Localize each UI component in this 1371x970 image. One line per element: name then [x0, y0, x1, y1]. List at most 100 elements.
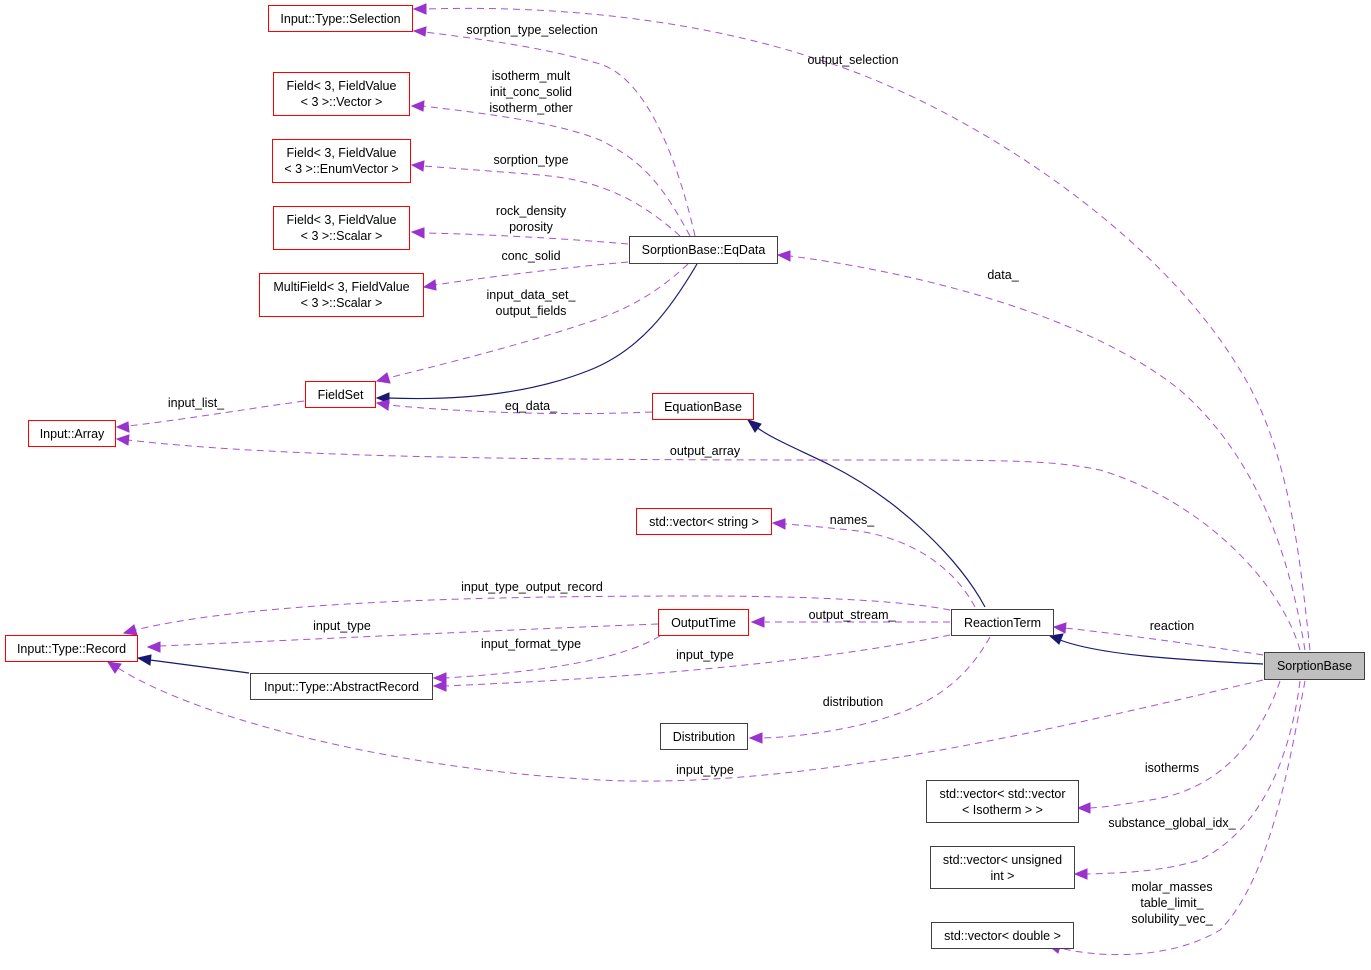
- node-label: SorptionBase::EqData: [641, 243, 766, 257]
- edge-label-line: data_: [987, 268, 1019, 282]
- edge-label-output-array: output_array: [670, 443, 740, 459]
- node-distribution[interactable]: Distribution: [660, 723, 748, 750]
- inheritance-edge-reactionterm-equationbase: [754, 425, 986, 608]
- edge-label-input-type-sorptionbase: input_type: [676, 762, 734, 778]
- edge-label-line: sorption_type_selection: [466, 23, 598, 37]
- node-equation-base[interactable]: EquationBase: [652, 393, 754, 420]
- node-label: Input::Type::Selection: [280, 11, 401, 26]
- edge-label-line: isotherm_other: [489, 101, 573, 115]
- node-sorption-base[interactable]: SorptionBase: [1264, 652, 1365, 680]
- node-label: ReactionTerm: [963, 615, 1042, 630]
- node-field-vector[interactable]: Field< 3, FieldValue < 3 >::Vector >: [273, 72, 410, 116]
- edge-label-sorption-type-selection: sorption_type_selection: [466, 22, 597, 38]
- node-label-line-2: < 3 >::Vector >: [300, 95, 383, 109]
- dep-edge-input-format-type: [444, 635, 661, 679]
- node-label-line-1: std::vector< std::vector: [939, 786, 1066, 801]
- node-label-line-2: < Isotherm > >: [962, 802, 1043, 817]
- dep-edge-substance-global-idx: [1086, 680, 1301, 875]
- dependency-arrowhead-icon: [115, 421, 130, 433]
- node-sorption-base-eqdata[interactable]: SorptionBase::EqData: [629, 236, 778, 264]
- edge-label-line: solubility_vec_: [1131, 912, 1213, 926]
- dep-edge-rock-density: [422, 232, 629, 245]
- dependency-arrowhead-icon: [771, 518, 786, 530]
- dep-edge-names: [784, 523, 976, 608]
- edge-label-line: input_type_output_record: [461, 580, 603, 594]
- dep-edge-input-list: [127, 400, 305, 427]
- node-output-time[interactable]: OutputTime: [658, 609, 749, 636]
- edge-label-line: input_type: [676, 763, 734, 777]
- node-vector-vector-isotherm[interactable]: std::vector< std::vector < Isotherm > >: [926, 780, 1079, 823]
- node-label-line-1: std::vector< unsigned: [942, 852, 1063, 867]
- node-input-array[interactable]: Input::Array: [28, 420, 116, 447]
- dependency-arrowhead-icon: [432, 680, 447, 692]
- edge-label-molar-masses: molar_masses table_limit_ solubility_vec…: [1131, 879, 1212, 927]
- edge-label-data: data_: [987, 267, 1018, 283]
- node-vector-unsigned-int[interactable]: std::vector< unsigned int >: [930, 846, 1075, 889]
- dep-edge-distribution: [761, 636, 991, 739]
- node-label: Input::Type::Record: [16, 641, 127, 656]
- dep-edge-sorption-type: [422, 165, 681, 237]
- node-label: EquationBase: [664, 399, 742, 414]
- edge-label-input-type-outputtime: input_type: [313, 618, 371, 634]
- edge-label-substance-global-idx: substance_global_idx_: [1108, 815, 1235, 831]
- node-label: Distribution: [672, 729, 736, 744]
- edge-label-line: distribution: [822, 695, 884, 709]
- node-label-line-1: Field< 3, FieldValue: [286, 146, 397, 160]
- dep-edge-data: [789, 255, 1306, 651]
- edge-label-line: substance_global_idx_: [1108, 816, 1236, 830]
- dependency-arrowhead-icon: [412, 3, 427, 15]
- edge-label-line: porosity: [509, 220, 553, 234]
- dependency-arrowhead-icon: [1073, 868, 1088, 880]
- edge-label-output-stream: output_stream_: [809, 607, 896, 623]
- node-label-line-2: < 3 >::Scalar >: [300, 296, 383, 310]
- edge-label-line: sorption_type: [493, 153, 569, 167]
- node-label-line-1: MultiField< 3, FieldValue: [273, 280, 410, 294]
- edge-label-line: input_type: [313, 619, 371, 633]
- node-reaction-term[interactable]: ReactionTerm: [951, 609, 1054, 636]
- edge-label-distribution: distribution: [823, 694, 883, 710]
- edge-label-names: names_: [830, 512, 874, 528]
- node-std-vector-string[interactable]: std::vector< string >: [636, 508, 772, 535]
- dep-edge-sorption-type-selection: [424, 31, 696, 237]
- dependency-arrowhead-icon: [122, 624, 138, 636]
- dependency-arrowhead-icon: [115, 434, 130, 446]
- edge-label-line: input_list_: [167, 396, 225, 410]
- node-label-line-2: int >: [990, 868, 1015, 883]
- node-label-line-1: Field< 3, FieldValue: [286, 79, 397, 93]
- node-field-enum-vector[interactable]: Field< 3, FieldValue < 3 >::EnumVector >: [272, 139, 411, 183]
- dep-edge-molar-masses: [1059, 680, 1306, 956]
- edge-label-input-list: input_list_: [168, 395, 224, 411]
- edge-label-line: table_limit_: [1140, 896, 1204, 910]
- node-field-scalar[interactable]: Field< 3, FieldValue < 3 >::Scalar >: [273, 206, 410, 250]
- edge-label-line: isotherms: [1144, 761, 1200, 775]
- node-input-type-record[interactable]: Input::Type::Record: [5, 635, 138, 662]
- edge-label-line: conc_solid: [501, 249, 561, 263]
- inheritance-arrowhead-icon: [746, 419, 762, 433]
- edge-label-line: isotherm_mult: [491, 69, 571, 83]
- edge-label-isotherm-mult: isotherm_mult init_conc_solid isotherm_o…: [489, 68, 572, 116]
- dependency-arrowhead-icon: [410, 100, 425, 112]
- dependency-arrowhead-icon: [1052, 622, 1067, 634]
- edge-label-line: output_array: [669, 444, 741, 458]
- node-abstract-record[interactable]: Input::Type::AbstractRecord: [250, 673, 433, 700]
- node-vector-double[interactable]: std::vector< double >: [931, 922, 1074, 949]
- edge-label-line: rock_density: [495, 204, 567, 218]
- edge-label-output-selection: output_selection: [807, 52, 898, 68]
- edge-label-rock-density: rock_density porosity: [496, 203, 566, 235]
- dep-edge-input-type-output-record: [134, 595, 951, 631]
- dep-edge-output-selection: [424, 7, 1311, 651]
- dep-edge-input-type-sorptionbase: [117, 667, 1264, 782]
- edge-label-line: init_conc_solid: [490, 85, 572, 99]
- inheritance-edge-sorptionbase-reactionterm: [1059, 639, 1264, 665]
- node-input-type-selection[interactable]: Input::Type::Selection: [268, 5, 413, 32]
- edge-label-line: output_stream_: [808, 608, 896, 622]
- node-fieldset[interactable]: FieldSet: [305, 381, 376, 408]
- edge-label-sorption-type: sorption_type: [493, 152, 568, 168]
- node-label: FieldSet: [317, 387, 364, 402]
- node-label: Input::Array: [39, 426, 105, 441]
- edge-label-input-data-set: input_data_set_ output_fields: [487, 287, 576, 319]
- node-label-line-2: < 3 >::Scalar >: [300, 229, 383, 243]
- node-multifield-scalar[interactable]: MultiField< 3, FieldValue < 3 >::Scalar …: [259, 273, 424, 317]
